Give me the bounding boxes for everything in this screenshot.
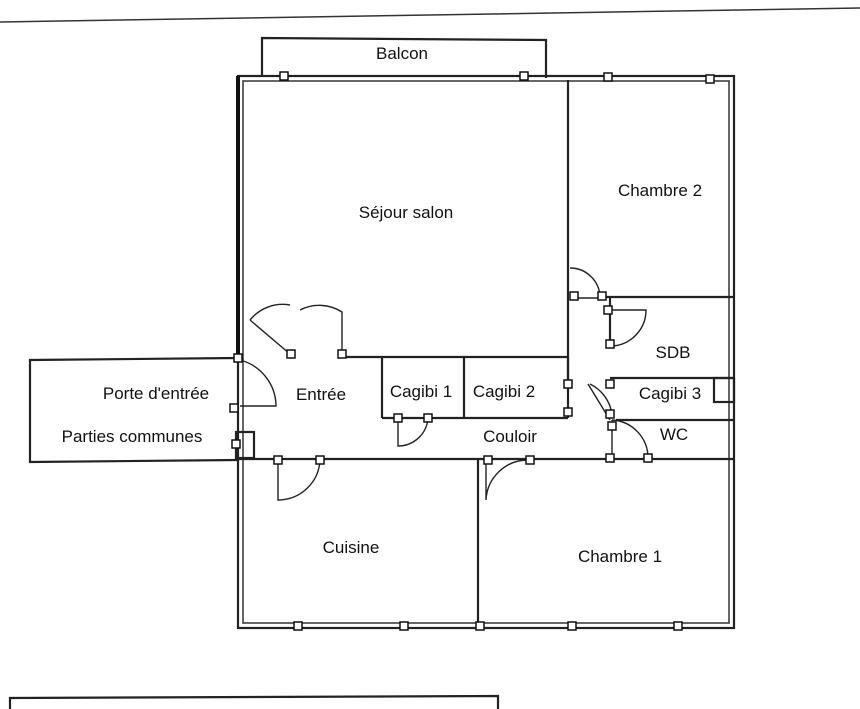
label-sejour: Séjour salon [359,203,454,222]
label-couloir: Couloir [483,427,537,446]
label-chambre1: Chambre 1 [578,547,662,566]
label-cagibi1: Cagibi 1 [390,382,452,401]
door-sejour-right [299,304,343,354]
label-porte-entree: Porte d'entrée [103,384,209,403]
label-chambre2: Chambre 2 [618,181,702,200]
label-wc: WC [660,425,688,444]
cagibi3-frame [712,376,736,404]
door-cuisine [277,459,321,501]
balcony-outline [260,36,548,78]
common-area-outline [28,356,239,464]
label-cagibi2: Cagibi 2 [473,382,535,401]
door-sdb [609,309,647,347]
wall-nodes [229,71,715,631]
door-entry [239,359,277,407]
label-entree: Entrée [296,385,346,404]
door-chambre1 [485,459,529,501]
outer-wall-inner [242,80,730,624]
label-balcon: Balcon [376,44,428,63]
label-parties-communes: Parties communes [62,427,203,446]
page-edge-top [0,7,860,23]
label-sdb: SDB [656,343,691,362]
label-cagibi3: Cagibi 3 [639,384,701,403]
door-wc [611,419,649,459]
label-cuisine: Cuisine [323,538,380,557]
bottom-box-edge [8,694,500,709]
door-cagibi1 [397,417,429,447]
door-sejour-left [249,303,291,355]
